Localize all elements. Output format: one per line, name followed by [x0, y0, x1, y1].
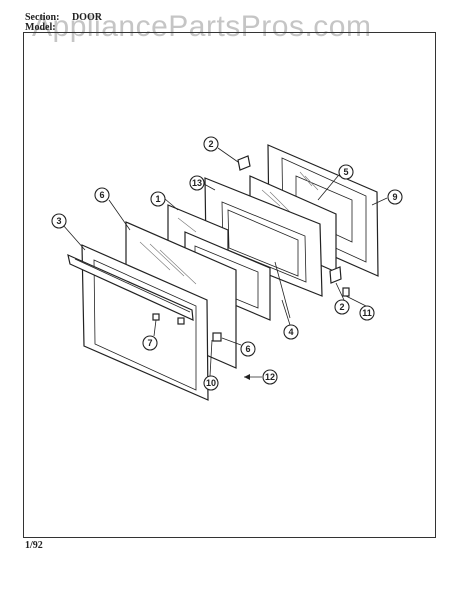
section-label: Section: — [25, 12, 60, 23]
svg-text:7: 7 — [147, 338, 152, 348]
svg-text:12: 12 — [265, 372, 275, 382]
callout-3: 3 — [51, 213, 67, 229]
svg-text:2: 2 — [208, 139, 213, 149]
callout-2-lower: 2 — [334, 299, 350, 315]
svg-text:10: 10 — [206, 378, 216, 388]
callout-10: 10 — [203, 375, 219, 391]
svg-text:13: 13 — [192, 178, 202, 188]
part-11 — [342, 287, 350, 297]
svg-text:6: 6 — [245, 344, 250, 354]
callout-12: 12 — [262, 369, 278, 385]
part-clip-lower — [329, 266, 342, 284]
section-line: Section: DOOR — [25, 12, 102, 23]
svg-text:1: 1 — [155, 194, 160, 204]
svg-text:9: 9 — [392, 192, 397, 202]
callout-7: 7 — [142, 335, 158, 351]
model-label: Model: — [25, 22, 56, 33]
part-gasket-4 — [274, 261, 291, 319]
part-small-clip — [212, 332, 222, 342]
callout-1: 1 — [150, 191, 166, 207]
footer-date-code: 1/92 — [25, 540, 43, 551]
part-clip-top — [237, 155, 251, 171]
svg-text:4: 4 — [288, 327, 293, 337]
callout-11: 11 — [359, 305, 375, 321]
diagram-frame — [23, 32, 436, 538]
part-12-screw — [244, 374, 262, 380]
svg-text:11: 11 — [362, 308, 372, 318]
callout-6-lower: 6 — [240, 341, 256, 357]
callout-4: 4 — [283, 324, 299, 340]
model-line: Model: — [25, 22, 56, 33]
svg-text:6: 6 — [99, 190, 104, 200]
part-door-front — [67, 244, 209, 401]
callout-6-left: 6 — [94, 187, 110, 203]
callout-2-top: 2 — [203, 136, 219, 152]
svg-text:5: 5 — [343, 167, 348, 177]
section-value: DOOR — [71, 12, 102, 23]
leader-lines — [62, 147, 388, 377]
svg-text:2: 2 — [339, 302, 344, 312]
callout-13: 13 — [189, 175, 205, 191]
callout-5: 5 — [338, 164, 354, 180]
callout-9: 9 — [387, 189, 403, 205]
svg-text:3: 3 — [56, 216, 61, 226]
